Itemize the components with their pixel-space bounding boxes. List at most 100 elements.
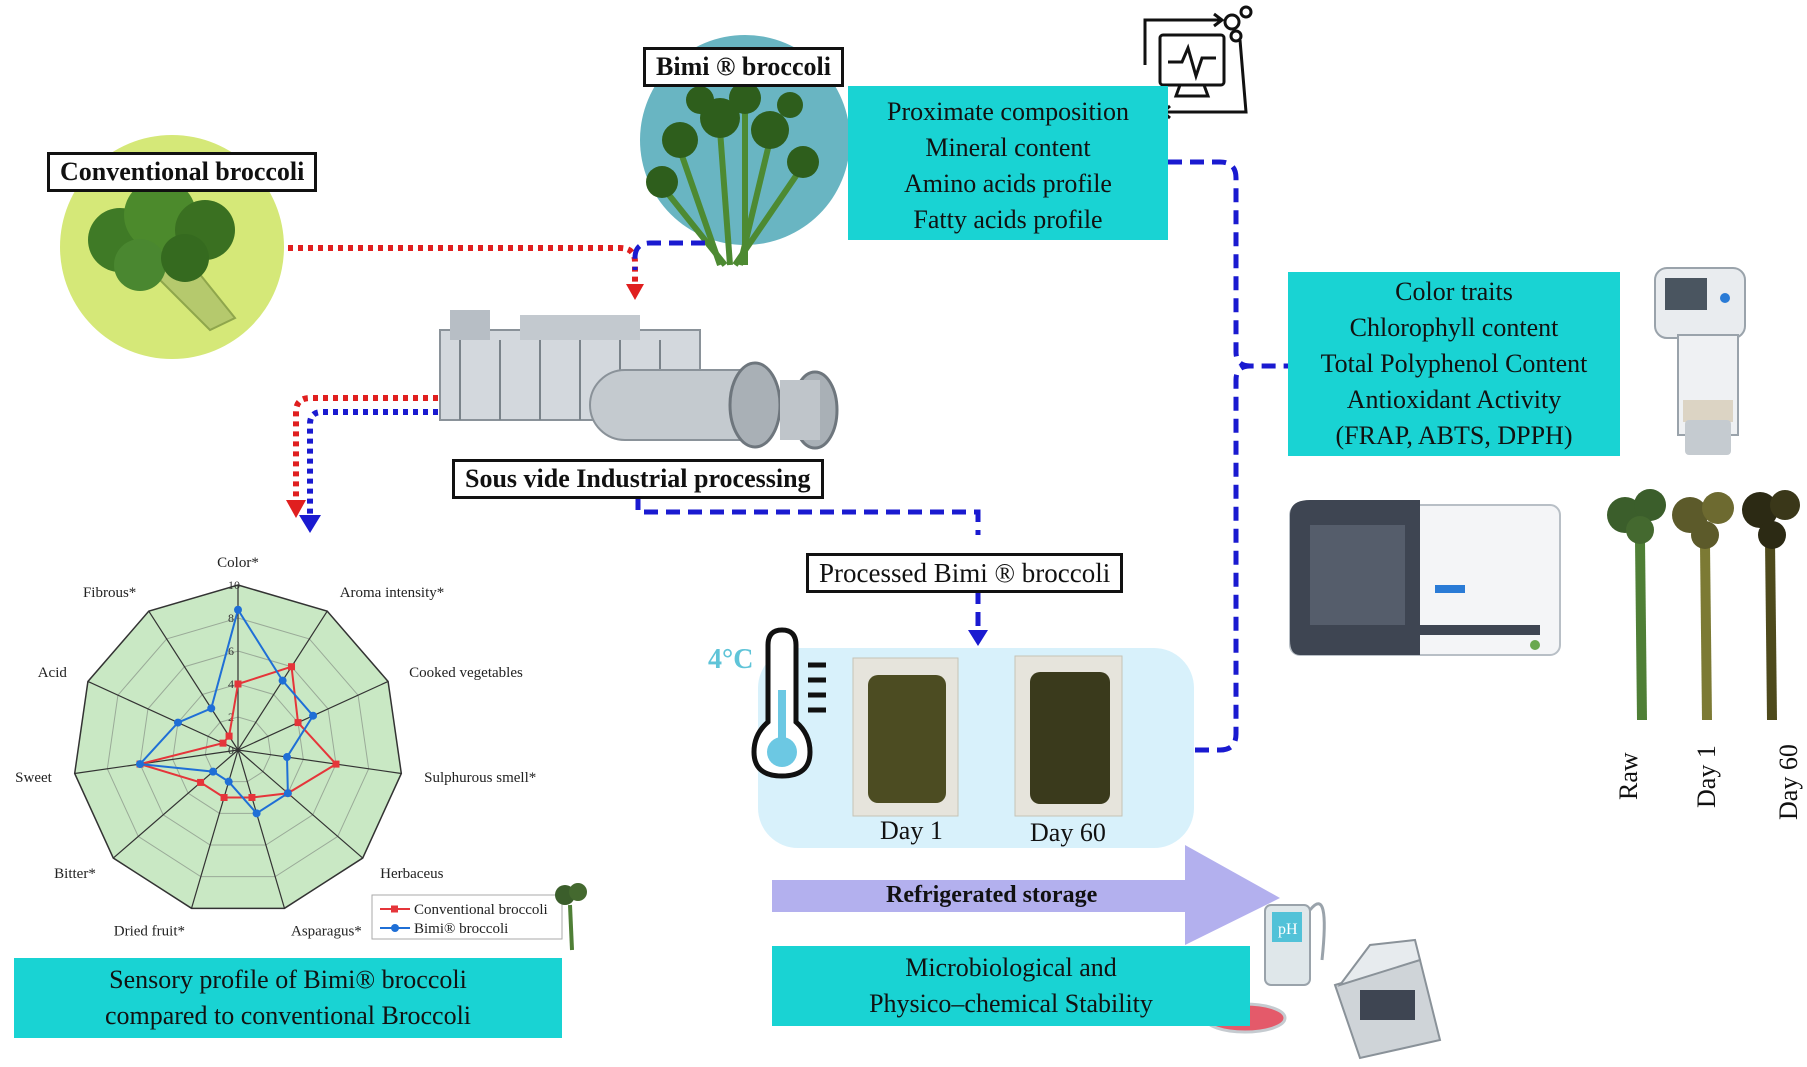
radar-point	[294, 719, 302, 727]
radar-point	[207, 704, 216, 713]
radar-point	[224, 777, 233, 786]
quality-box: Color traits Chlorophyll content Total P…	[1288, 272, 1620, 456]
bimi-to-processing-arrow	[632, 240, 705, 270]
radar-tick-label: 0	[228, 743, 234, 757]
radar-point	[173, 718, 182, 727]
radar-tick-label: 8	[228, 611, 234, 625]
refrigerated-storage-arrow	[772, 845, 1280, 945]
radar-tick-label: 4	[228, 677, 234, 691]
quality-item: (FRAP, ABTS, DPPH)	[1335, 421, 1573, 450]
radar-point	[278, 676, 287, 685]
radar-axis-label: Cooked vegetables	[409, 665, 523, 681]
radar-spoke	[190, 749, 239, 909]
radar-axis-label: Aroma intensity*	[340, 585, 445, 601]
lab-device-image	[1333, 938, 1442, 1060]
day60-label: Day 60	[1030, 818, 1106, 847]
quality-item: Chlorophyll content	[1349, 313, 1559, 342]
radar-axis-label: Sulphurous smell*	[424, 770, 536, 786]
composition-item: Fatty acids profile	[913, 205, 1103, 234]
composition-item: Proximate composition	[887, 97, 1129, 126]
radar-grid-ring	[106, 617, 370, 878]
ph-meter-text: pH	[1278, 921, 1298, 938]
radar-spoke	[237, 749, 402, 775]
radar-axis-label: Acid	[38, 665, 68, 681]
bimi-broccoli-image	[640, 35, 850, 267]
processed-bimi-label: Processed Bimi ® broccoli	[806, 553, 1124, 593]
stem-label-day1: Day 1	[1692, 745, 1721, 808]
composition-item: Mineral content	[925, 133, 1091, 162]
conventional-to-processing-arrow	[288, 245, 638, 285]
radar-legend-marker	[391, 905, 398, 913]
radar-point	[282, 753, 291, 762]
quality-item: Total Polyphenol Content	[1320, 349, 1588, 378]
processing-to-processed-arrow	[635, 496, 981, 535]
radar-point	[225, 732, 233, 740]
sous-vide-machine-image	[439, 310, 839, 450]
processing-to-sensory-blue-arrow	[307, 409, 438, 515]
sous-vide-label: Sous vide Industrial processing	[452, 459, 824, 499]
sensory-radar-chart: 0 2 4 6 8 10 Color* Aroma intensity* Cooked vege…	[15, 555, 563, 940]
sample-day1-image	[852, 657, 959, 817]
radar-legend-box	[371, 894, 563, 940]
broccoli-stems-image	[1607, 489, 1800, 721]
sensory-item: Sensory profile of Bimi® broccoli	[109, 965, 467, 994]
sensory-item: compared to conventional Broccoli	[104, 1001, 472, 1030]
stability-box: Microbiological and Physico–chemical Sta…	[772, 946, 1250, 1026]
radar-series-line	[137, 607, 315, 815]
radar-point	[219, 739, 227, 747]
radar-grid-ring	[172, 683, 304, 814]
spectrophotometer-image	[1289, 500, 1561, 656]
refrigerated-storage-label: Refrigerated storage	[886, 882, 1098, 908]
radar-grid-ring	[204, 716, 272, 783]
radar-point	[209, 767, 218, 776]
radar-point	[234, 680, 242, 688]
radar-spoke	[74, 749, 239, 775]
radar-spoke	[87, 680, 239, 751]
radar-point	[332, 760, 340, 768]
radar-spoke	[112, 749, 239, 859]
radar-axis-label: Sweet	[15, 770, 52, 786]
radar-spoke	[237, 749, 364, 859]
radar-tick-label: 2	[228, 710, 234, 724]
radar-axis-label: Asparagus*	[291, 923, 362, 939]
conventional-broccoli-label: Conventional broccoli	[47, 152, 318, 192]
radar-legend-label: Conventional broccoli	[414, 902, 548, 918]
composition-to-quality-arrow	[1168, 159, 1292, 369]
colorimeter-image	[1654, 267, 1746, 455]
processing-to-sensory-red-arrow	[293, 395, 438, 500]
quality-item: Antioxidant Activity	[1346, 385, 1562, 414]
day1-label: Day 1	[880, 816, 943, 845]
sensory-box: Sensory profile of Bimi® broccoli compar…	[14, 958, 562, 1038]
temperature-label: 4°C	[708, 644, 754, 675]
radar-spoke	[237, 749, 286, 909]
stem-label-day60: Day 60	[1774, 744, 1803, 820]
radar-point	[252, 809, 261, 818]
radar-axis-label: Fibrous*	[83, 585, 136, 601]
sample-day60-image	[1014, 655, 1123, 817]
radar-point	[288, 663, 296, 671]
radar-point	[136, 760, 145, 769]
radar-axis-label: Herbaceus	[380, 866, 443, 882]
stability-item: Microbiological and	[905, 953, 1117, 982]
quality-item: Color traits	[1395, 277, 1513, 306]
storage-to-quality-arrow	[1195, 363, 1251, 753]
bimi-broccoli-label: Bimi ® broccoli	[643, 47, 844, 87]
radar-point	[309, 711, 318, 720]
radar-point	[248, 793, 256, 801]
radar-point	[220, 793, 228, 801]
stem-label-raw: Raw	[1614, 752, 1643, 800]
radar-point	[197, 778, 205, 786]
radar-grid-ring	[139, 650, 337, 846]
radar-tick-label: 6	[228, 644, 234, 658]
radar-point	[283, 789, 292, 798]
radar-axis-label: Bitter*	[54, 866, 96, 882]
stability-item: Physico–chemical Stability	[869, 989, 1153, 1018]
radar-axis-label: Color*	[217, 555, 259, 571]
radar-spoke	[148, 610, 239, 751]
radar-legend-marker	[391, 924, 399, 932]
radar-tick-label: 10	[228, 578, 240, 592]
composition-box: Proximate composition Mineral content Am…	[848, 86, 1168, 240]
thermometer-icon	[751, 627, 826, 779]
